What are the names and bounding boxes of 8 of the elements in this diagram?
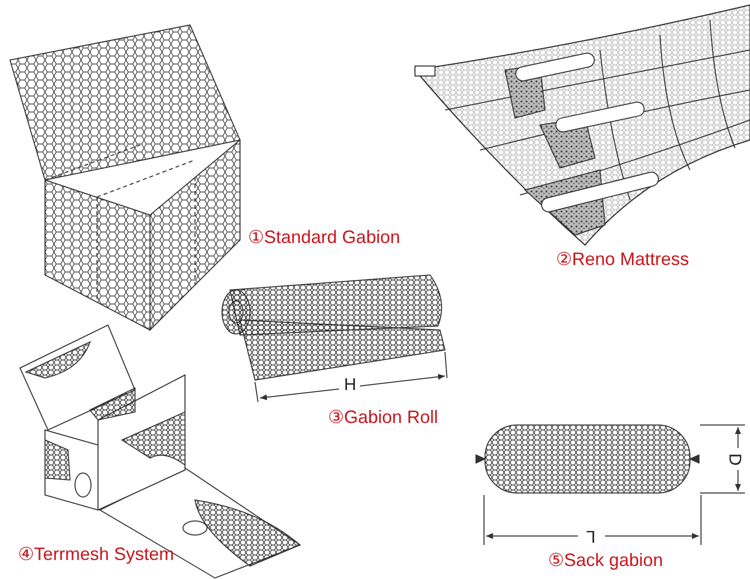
dimension-label: H: [344, 376, 356, 393]
dimension-label: D: [726, 453, 744, 466]
figure-caption: ④Terrmesh System: [18, 545, 174, 563]
figure-caption: ②Reno Mattress: [556, 250, 690, 268]
figure-caption: ①Standard Gabion: [248, 228, 400, 246]
figure-caption: ⑤Sack gabion: [548, 551, 664, 569]
figure-caption: ③Gabion Roll: [328, 408, 438, 426]
dimension-label: L: [586, 528, 596, 545]
